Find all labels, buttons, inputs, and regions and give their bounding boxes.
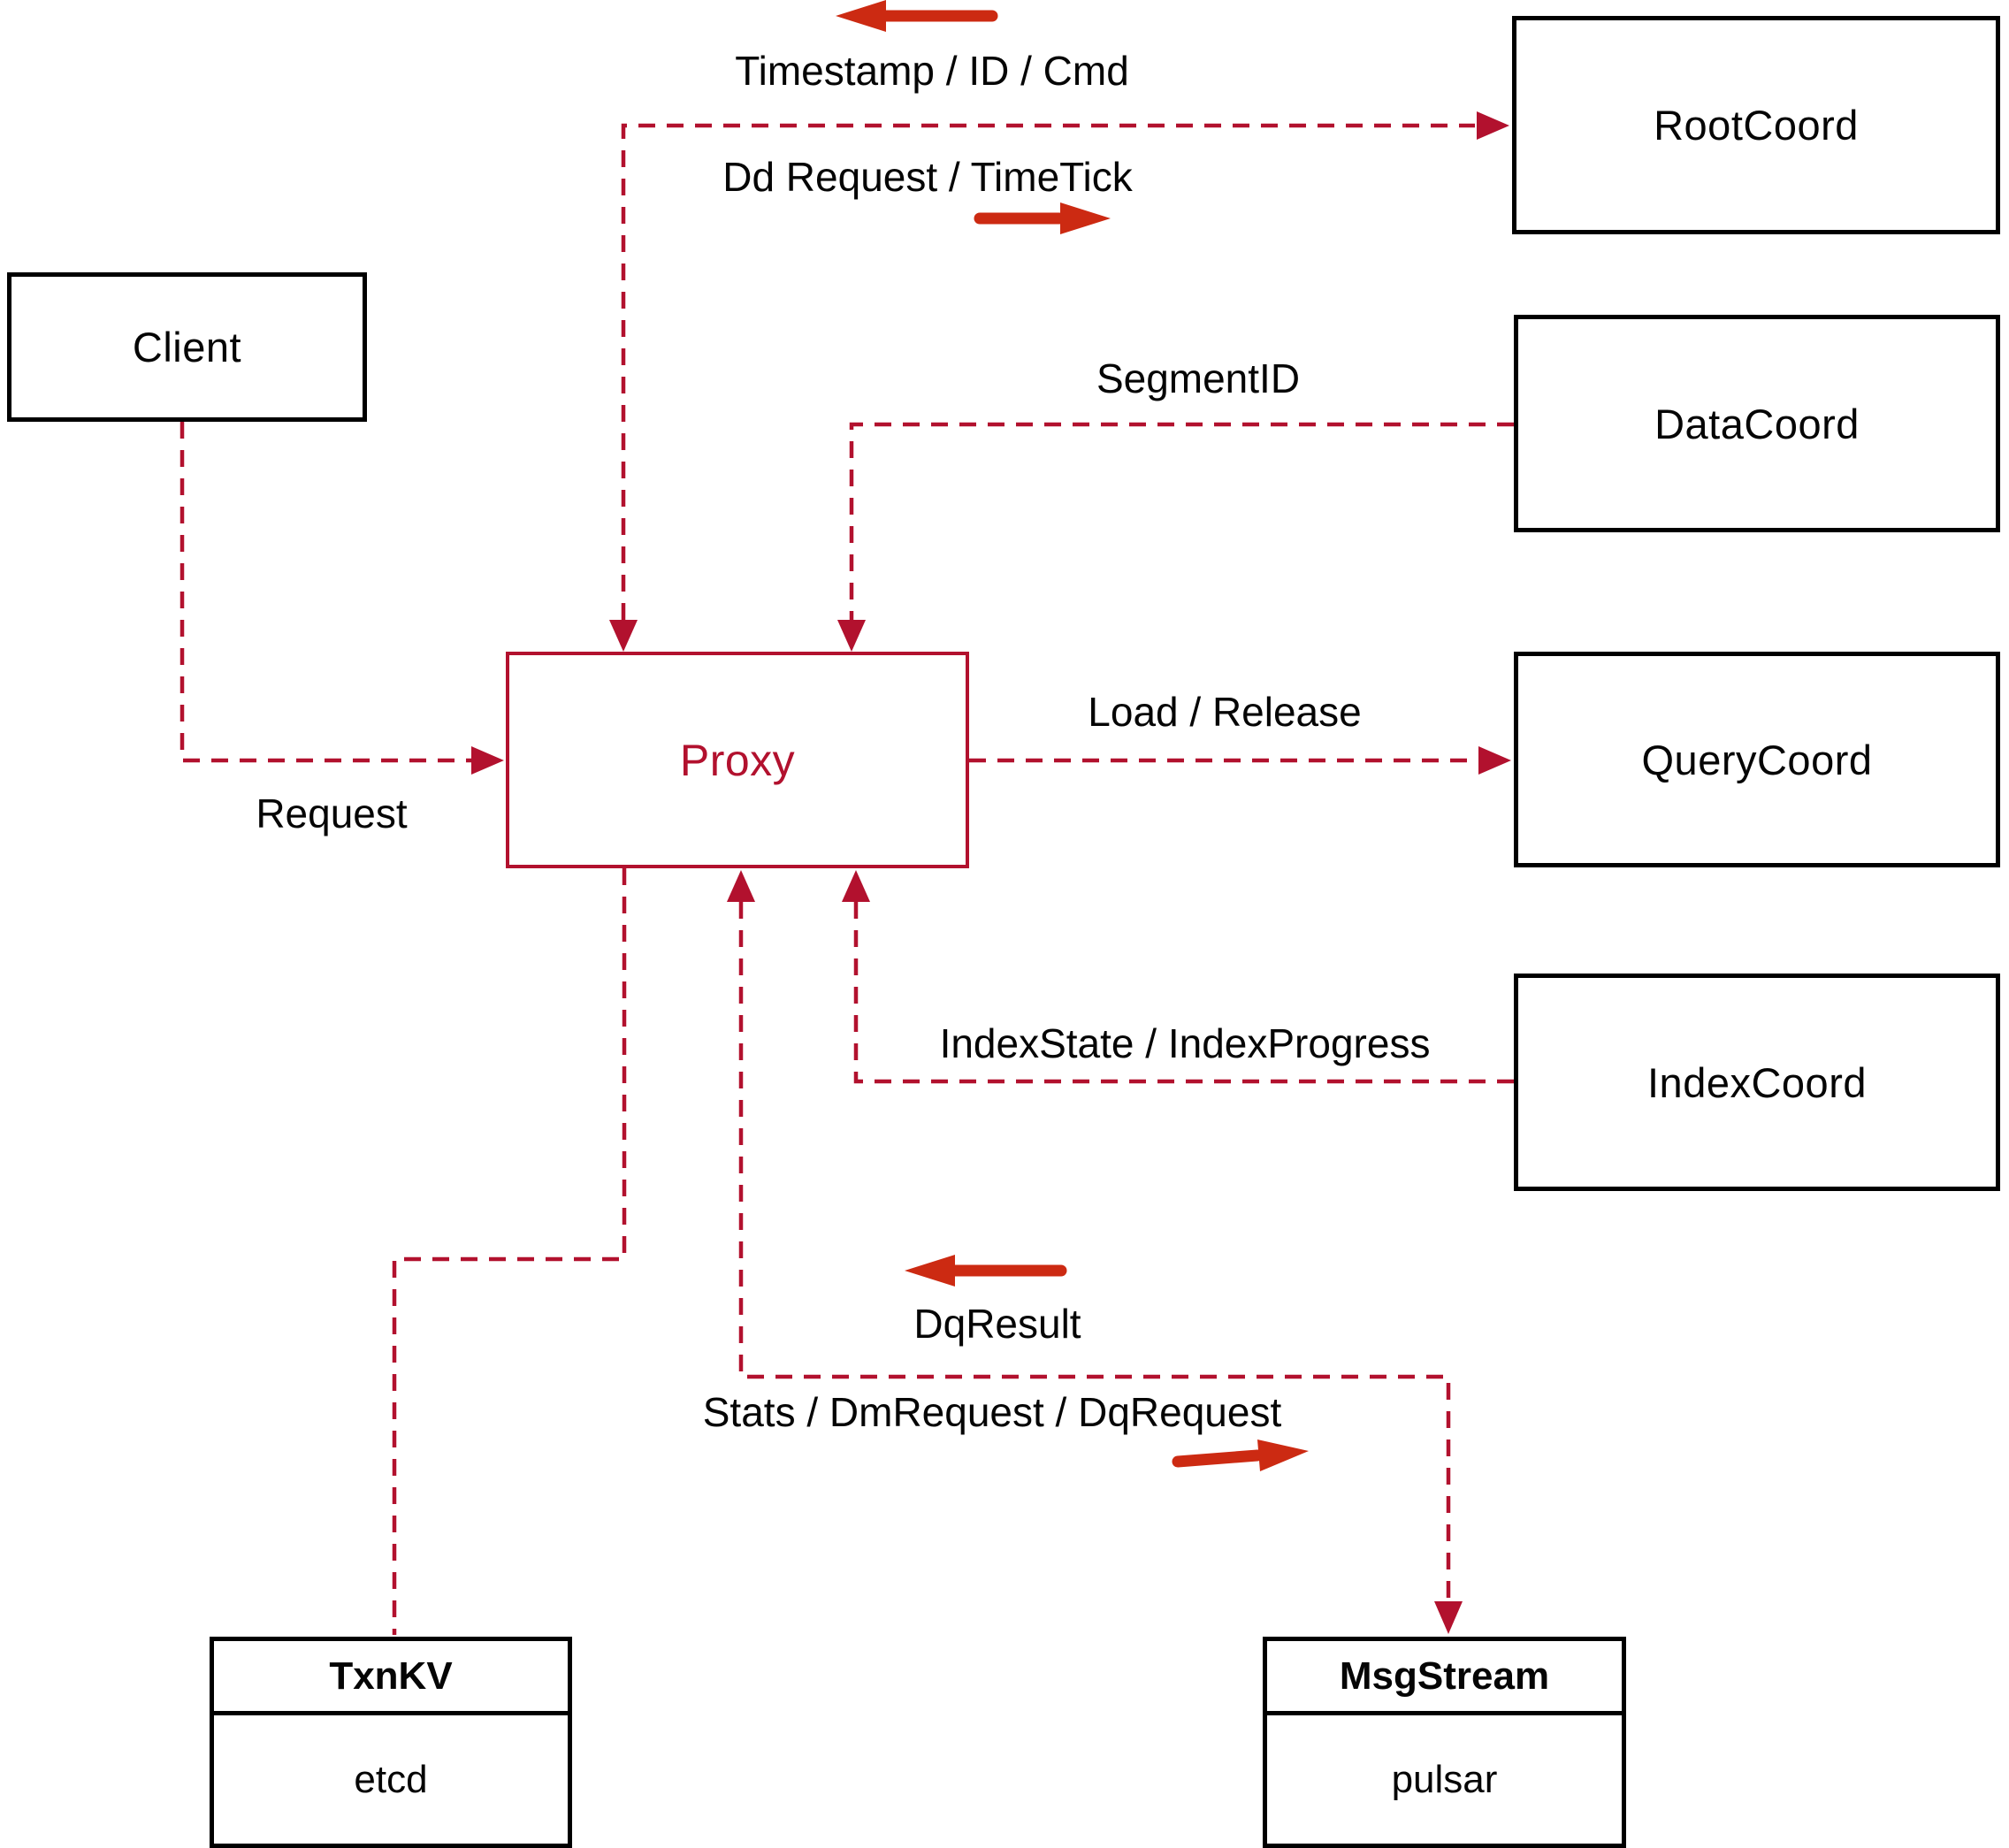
- flow-arrowhead-right-stats-icon: [1257, 1439, 1309, 1471]
- edge-label-dd-request: Dd Request / TimeTick: [722, 154, 1133, 200]
- node-msgstream: MsgStream pulsar: [1263, 1637, 1626, 1848]
- node-msgstream-subtitle: pulsar: [1391, 1757, 1498, 1801]
- arrowhead-right-into-querycoord-icon: [1478, 746, 1511, 775]
- edge-label-stats: Stats / DmRequest / DqRequest: [702, 1389, 1282, 1435]
- edge-label-dq-result: DqResult: [913, 1301, 1081, 1347]
- flow-arrow-right-stats-icon: [1172, 1449, 1264, 1468]
- node-datacoord-label: DataCoord: [1654, 400, 1860, 447]
- flow-arrowhead-left-timestamp-icon: [836, 0, 886, 32]
- node-datacoord: DataCoord: [1514, 315, 2000, 532]
- edge-proxy-msgstream: [738, 902, 1451, 1601]
- edge-client-proxy: [180, 422, 471, 763]
- node-proxy: Proxy: [506, 652, 969, 868]
- node-indexcoord-label: IndexCoord: [1647, 1058, 1867, 1106]
- arrowhead-down-into-proxy-datacoord-icon: [837, 620, 866, 652]
- node-querycoord-label: QueryCoord: [1641, 736, 1873, 783]
- edge-label-load-release: Load / Release: [1088, 689, 1362, 735]
- node-msgstream-title: MsgStream: [1267, 1641, 1622, 1715]
- arrowhead-up-into-proxy-msgstream-icon: [727, 870, 755, 902]
- node-rootcoord: RootCoord: [1512, 16, 2000, 234]
- node-txnkv: TxnKV etcd: [210, 1637, 572, 1848]
- edge-datacoord-proxy: [849, 422, 1514, 620]
- arrowhead-right-into-rootcoord-icon: [1477, 111, 1509, 140]
- node-querycoord: QueryCoord: [1514, 652, 2000, 867]
- edge-proxy-txnkv: [392, 868, 627, 1635]
- edge-label-index-state: IndexState / IndexProgress: [939, 1020, 1431, 1066]
- node-txnkv-title: TxnKV: [214, 1641, 568, 1715]
- edge-label-segment-id: SegmentID: [1096, 355, 1301, 401]
- arrowhead-down-into-msgstream-icon: [1434, 1601, 1463, 1634]
- flow-arrowhead-right-dd-request-icon: [1060, 202, 1111, 234]
- node-client: Client: [7, 272, 367, 422]
- edge-label-timestamp: Timestamp / ID / Cmd: [735, 48, 1129, 94]
- arrowhead-down-into-proxy-rootcoord-icon: [609, 620, 638, 652]
- node-txnkv-subtitle: etcd: [354, 1757, 428, 1801]
- flow-arrowhead-left-dq-result-icon: [905, 1255, 955, 1287]
- node-client-label: Client: [132, 324, 242, 370]
- node-proxy-label: Proxy: [679, 735, 796, 785]
- edge-label-request: Request: [256, 790, 408, 836]
- node-indexcoord: IndexCoord: [1514, 974, 2000, 1191]
- arrowhead-up-into-proxy-indexcoord-icon: [842, 870, 870, 902]
- arrowhead-right-into-proxy-icon: [471, 746, 504, 775]
- node-rootcoord-label: RootCoord: [1654, 102, 1859, 149]
